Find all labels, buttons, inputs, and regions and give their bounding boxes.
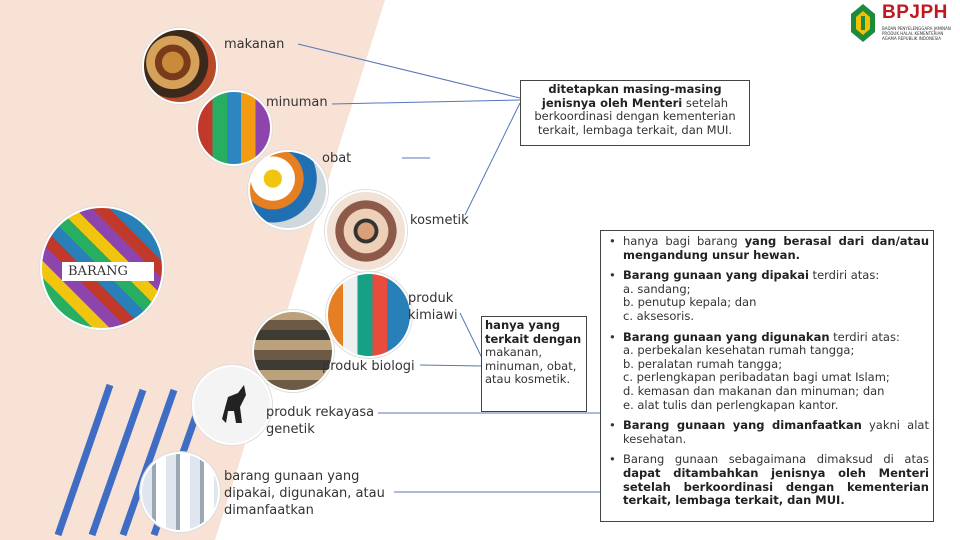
produk-biologi-label: produk biologi (322, 359, 415, 374)
rule-2-sub-b: b. penutup kepala; dan (623, 295, 757, 310)
kosmetik-label: kosmetik (410, 213, 469, 228)
rule-item-4: Barang gunaan yang dimanfaatkan yakni al… (609, 418, 929, 446)
rules-list: hanya bagi barang yang berasal dari dan/… (600, 230, 934, 522)
goat-silhouette-icon (222, 385, 246, 423)
produk-rekayasa-genetik-image (192, 365, 272, 445)
note-top-rest: setelah berkoordinasi dengan kementerian… (534, 95, 736, 137)
rule-3-bold: Barang gunaan yang digunakan (623, 329, 830, 344)
barang-gunaan-image (140, 452, 220, 532)
note-top-bold: ditetapkan masing-masing jenisnya oleh M… (541, 82, 722, 110)
produk-biologi-image (252, 310, 334, 392)
produk-rekayasa-genetik-label: produk rekayasa genetik (266, 405, 375, 437)
produk-kimiawi-image (326, 272, 412, 358)
makanan-label: makanan (224, 37, 285, 52)
bpjph-logo: BPJPH BADAN PENYELENGGARA JAMINAN PRODUK… (846, 0, 960, 48)
rule-3-rest: terdiri atas: (829, 329, 900, 344)
rule-1-pre: hanya bagi barang (623, 234, 745, 248)
rule-3-sub-a: a. perbekalan kesehatan rumah tangga; (623, 343, 855, 358)
barang-gunaan-label: barang gunaan yang dipakai, digunakan, a… (224, 469, 385, 518)
rule-2-bold: Barang gunaan yang dipakai (623, 268, 809, 283)
minuman-image (196, 90, 272, 166)
logo-subtitle: BADAN PENYELENGGARA JAMINAN PRODUK HALAL… (882, 26, 951, 41)
rule-item-1: hanya bagi barang yang berasal dari dan/… (609, 234, 930, 262)
note-top: ditetapkan masing-masing jenisnya oleh M… (520, 80, 750, 146)
rule-3-sub-d: d. kemasan dan makanan dan minuman; dan (623, 383, 885, 398)
rule-3-sub-e: e. alat tulis dan perlengkapan kantor. (623, 397, 839, 412)
halal-emblem-icon (851, 4, 875, 42)
logo-name: BPJPH (882, 2, 948, 23)
obat-image (248, 150, 328, 230)
rule-item-5: Barang gunaan sebagaimana dimaksud di at… (609, 453, 929, 507)
rule-2-sub-c: c. aksesoris. (623, 308, 695, 323)
note-mid: hanya yang terkait dengan makanan, minum… (481, 316, 587, 412)
rule-3-sub-c: c. perlengkapan peribadatan bagi umat Is… (623, 370, 890, 385)
rule-2-rest: terdiri atas: (808, 268, 880, 283)
note-mid-bold: hanya yang terkait dengan (485, 318, 582, 346)
rule-item-2: Barang gunaan yang dipakai terdiri atas:… (609, 268, 929, 323)
rule-5-pre: Barang gunaan sebagaimana dimaksud di at… (623, 452, 929, 467)
kosmetik-image (325, 190, 407, 272)
rule-4-bold: Barang gunaan yang dimanfaatkan (623, 418, 862, 433)
connector-lines (297, 43, 600, 493)
rule-5-bold: dapat ditambahkan jenisnya oleh Menteri … (623, 465, 929, 508)
makanan-image (142, 28, 218, 104)
obat-label: obat (322, 151, 352, 166)
rule-3-sub-b: b. peralatan rumah tangga; (623, 356, 783, 371)
rule-4-rest: yakni alat kesehatan. (623, 418, 929, 446)
barang-label: BARANG (62, 262, 154, 281)
rule-2-sub-a: a. sandang; (623, 281, 691, 296)
minuman-label: minuman (266, 95, 328, 110)
rule-item-3: Barang gunaan yang digunakan terdiri ata… (609, 329, 929, 413)
rule-1-bold: yang berasal dari dan/atau mengandung un… (623, 234, 930, 262)
note-mid-rest: makanan, minuman, obat, atau kosmetik. (485, 345, 577, 386)
peach-background (0, 0, 385, 540)
produk-kimiawi-label: produk kimiawi (408, 291, 458, 323)
